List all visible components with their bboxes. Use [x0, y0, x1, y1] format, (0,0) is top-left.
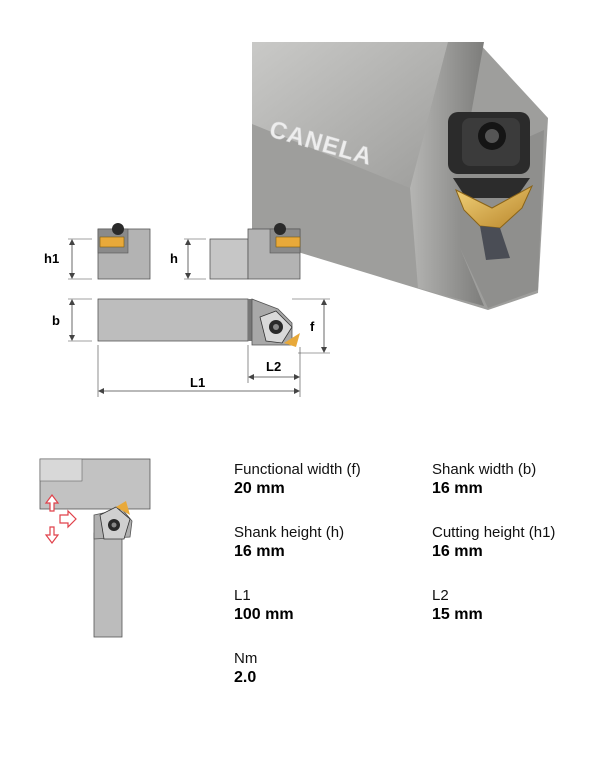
spec-value: 100 mm: [234, 606, 294, 623]
spec-label: Cutting height (h1): [432, 524, 556, 541]
spec-nm: Nm 2.0: [234, 650, 404, 688]
label-f: f: [310, 319, 315, 334]
orientation-diagram: [39, 458, 151, 638]
top-view: [68, 298, 330, 397]
spec-label: Shank width (b): [432, 461, 537, 478]
spec-value: 2.0: [234, 669, 257, 686]
spec-label: Functional width (f): [234, 461, 361, 478]
label-h: h: [170, 251, 178, 266]
front-view-h1: [68, 223, 151, 280]
spec-label: L2: [432, 587, 449, 604]
cutting-insert: [455, 184, 534, 229]
spec-value: 15 mm: [432, 606, 483, 623]
holder-body: [252, 42, 548, 310]
spec-functional-width: Functional width (f) 20 mm: [234, 461, 404, 499]
dimension-diagram: h1 h: [44, 223, 330, 397]
label-l1: L1: [190, 375, 205, 390]
spec-label: L1: [234, 587, 251, 604]
spec-label: Shank height (h): [234, 524, 345, 541]
spec-value: 20 mm: [234, 480, 285, 497]
feed-direction-arrows-icon: [44, 494, 77, 544]
spec-shank-height: Shank height (h) 16 mm: [234, 524, 404, 562]
front-view-h: [184, 223, 301, 280]
label-l2: L2: [266, 359, 281, 374]
label-h1: h1: [44, 251, 59, 266]
spec-shank-width: Shank width (b) 16 mm: [432, 461, 600, 499]
spec-l2: L2 15 mm: [432, 587, 600, 625]
spec-cutting-height: Cutting height (h1) 16 mm: [432, 524, 600, 562]
product-photo: CANELA: [252, 42, 548, 310]
spec-label: Nm: [234, 650, 258, 667]
spec-l1: L1 100 mm: [234, 587, 404, 625]
spec-value: 16 mm: [234, 543, 285, 560]
label-b: b: [52, 313, 60, 328]
spec-value: 16 mm: [432, 543, 483, 560]
spec-value: 16 mm: [432, 480, 483, 497]
clamp-assembly: [448, 112, 530, 198]
